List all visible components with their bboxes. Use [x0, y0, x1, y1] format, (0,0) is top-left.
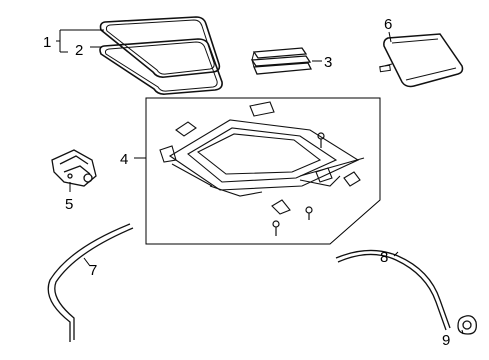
glass-inner-edge — [105, 19, 215, 75]
glass-panel-assembly — [99, 16, 223, 95]
leader-lines — [56, 29, 464, 335]
callout-9: 9 — [442, 332, 450, 349]
bolt-icon — [272, 132, 325, 236]
wind-deflector — [250, 47, 313, 75]
callout-3: 3 — [324, 54, 332, 71]
callout-8: 8 — [380, 249, 388, 266]
callout-2: 2 — [75, 42, 83, 59]
sunroof-frame-box — [145, 97, 381, 245]
rear-drain-hose — [335, 249, 451, 331]
glass-weatherstrip — [99, 38, 223, 95]
glass-outer-panel — [99, 16, 221, 78]
callout-4: 4 — [120, 151, 128, 168]
callout-1: 1 — [43, 34, 51, 51]
clip-icon — [271, 167, 361, 215]
callout-7: 7 — [89, 262, 97, 279]
sunroof-frame-assembly — [159, 101, 365, 197]
sunshade-panel — [379, 33, 464, 88]
drain-hose-grommet — [457, 315, 477, 335]
front-drain-hose — [47, 223, 134, 342]
callout-5: 5 — [65, 196, 73, 213]
callout-6: 6 — [384, 16, 392, 33]
sunroof-motor — [51, 149, 97, 187]
